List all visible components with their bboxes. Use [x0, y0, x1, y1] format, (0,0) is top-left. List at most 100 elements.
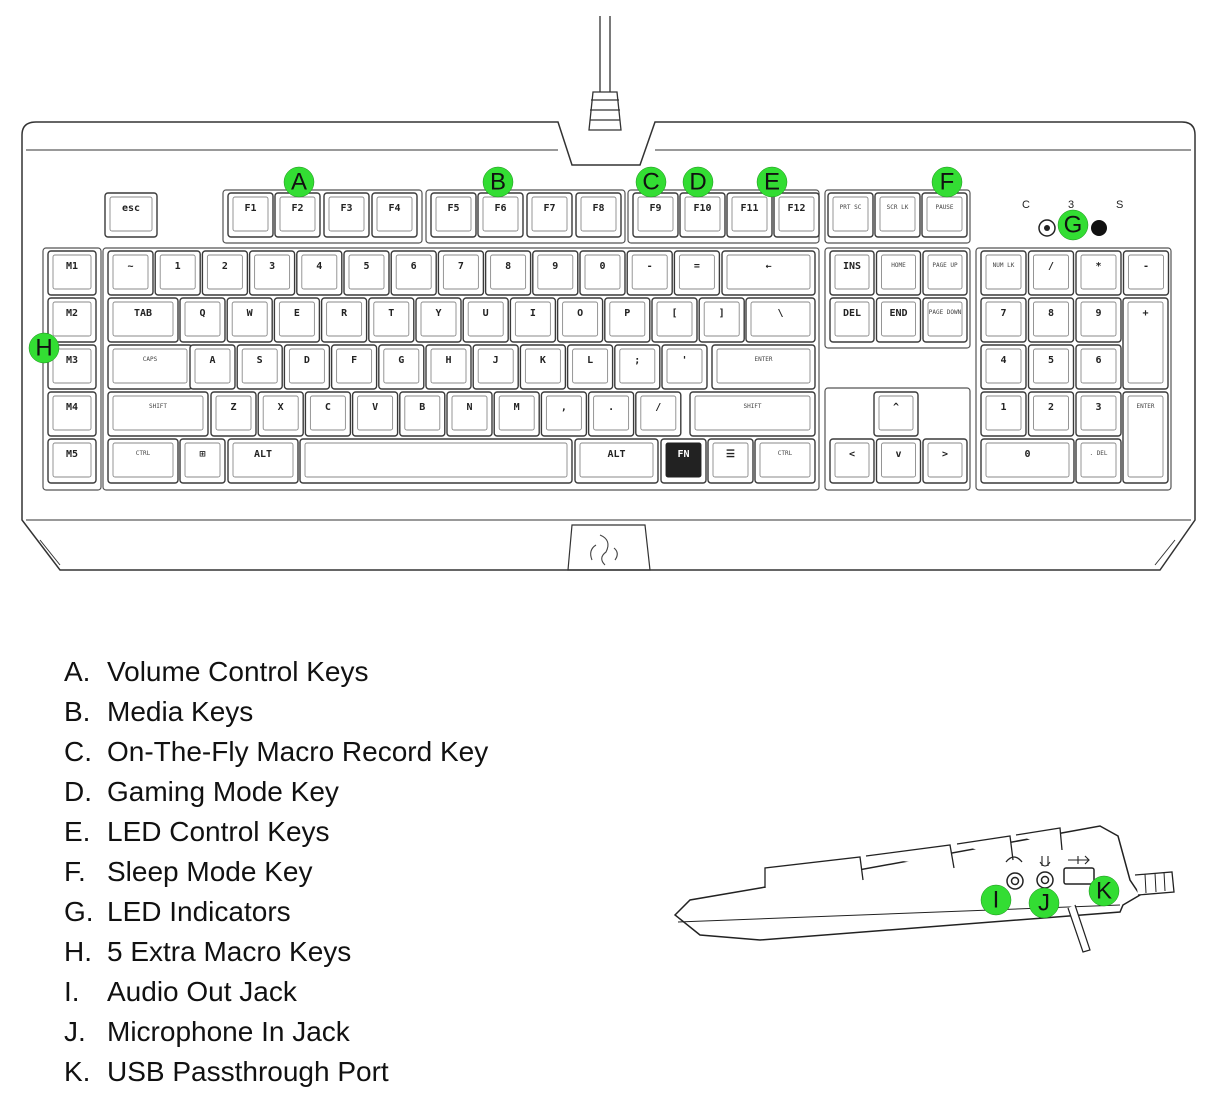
callout-b: B: [482, 166, 514, 198]
key-label: *: [1095, 261, 1101, 272]
key-label: CTRL: [778, 450, 793, 457]
key-label: K: [540, 355, 546, 366]
key-9: 9: [1075, 297, 1122, 343]
key-label: D: [304, 355, 310, 366]
key-label: <: [849, 449, 855, 460]
key-label: A: [209, 355, 215, 366]
key-m2: M2: [47, 297, 97, 343]
key-symbol: -: [1122, 250, 1170, 296]
svg-text:H: H: [35, 335, 52, 362]
key-7: 7: [437, 250, 485, 296]
key-label: F2: [291, 203, 303, 214]
svg-text:E: E: [764, 169, 780, 196]
key-label: M4: [66, 402, 78, 413]
legend-item: F.Sleep Mode Key: [64, 856, 313, 887]
key-symbol: [: [651, 297, 698, 343]
svg-text:B: B: [490, 169, 506, 196]
key-label: 6: [1095, 355, 1101, 366]
key-m1: M1: [47, 250, 97, 296]
key-alt: ALT: [227, 438, 299, 484]
key-8: 8: [484, 250, 532, 296]
key-f11: F11: [726, 192, 773, 238]
key-symbol: *: [1075, 250, 1122, 296]
indicator-num-label: 3: [1068, 199, 1074, 211]
callout-e: E: [756, 166, 788, 198]
key-2: 2: [1027, 391, 1075, 437]
legend-item: D.Gaming Mode Key: [64, 776, 339, 807]
indicator-caps-label: C: [1022, 199, 1030, 211]
key-label: B: [419, 402, 425, 413]
key-u: U: [462, 297, 509, 343]
key-label: 9: [1095, 308, 1101, 319]
key-label: ,: [561, 402, 567, 413]
key-label: M: [514, 402, 520, 413]
key-f12: F12: [773, 192, 820, 238]
key-label: \: [777, 308, 783, 319]
key-symbol: /: [1027, 250, 1075, 296]
key-3: 3: [248, 250, 296, 296]
key-label: Z: [230, 402, 236, 413]
key-symbol: +: [1122, 297, 1169, 390]
key-q: Q: [179, 297, 226, 343]
key-label: 0: [599, 261, 605, 272]
key-label: NUM LK: [993, 262, 1015, 269]
razer-logo: [590, 534, 618, 566]
key-label: ;: [634, 355, 640, 366]
key-label: PAGE UP: [932, 262, 958, 269]
key-o: O: [556, 297, 604, 343]
callout-d: D: [682, 166, 714, 198]
key-label: -: [1143, 261, 1149, 272]
key-symbol: ⊞: [179, 438, 226, 484]
key-label: I: [530, 308, 536, 319]
legend-item: I.Audio Out Jack: [64, 976, 297, 1007]
key-1: 1: [154, 250, 201, 296]
key-label: SHIFT: [149, 403, 167, 410]
key-home: HOME: [875, 250, 922, 296]
key-label: Q: [199, 308, 205, 319]
key-label: ←: [765, 261, 771, 272]
key-ins: INS: [829, 250, 875, 296]
key-fn: FN: [660, 438, 707, 484]
key-label: R: [341, 308, 348, 319]
key-esc: esc: [104, 192, 158, 238]
key-symbol: /: [635, 391, 682, 437]
key-label: 6: [411, 261, 417, 272]
key-v: V: [351, 391, 399, 437]
key-f4: F4: [371, 192, 418, 238]
key-d: D: [283, 344, 331, 390]
key-label: M5: [66, 449, 78, 460]
key-label: ALT: [607, 449, 625, 460]
key-label: 8: [1048, 308, 1054, 319]
key-f9: F9: [632, 192, 679, 238]
key-label: Y: [435, 308, 441, 319]
key-label: 7: [1000, 308, 1006, 319]
key-label: .: [608, 402, 614, 413]
key-z: Z: [210, 391, 257, 437]
key-label: F: [351, 355, 357, 366]
key-l: L: [566, 344, 614, 390]
key-label: ^: [893, 402, 899, 413]
key-0: 0: [980, 438, 1075, 484]
key-symbol: >: [922, 438, 968, 484]
key-b: B: [399, 391, 446, 437]
key-k: K: [519, 344, 567, 390]
svg-text:I: I: [993, 887, 1000, 914]
callout-k: K: [1088, 875, 1120, 907]
key-x: X: [257, 391, 304, 437]
key-label: . DEL: [1089, 450, 1107, 457]
key-label: /: [655, 402, 661, 413]
key-label: 1: [175, 261, 181, 272]
key-h: H: [425, 344, 472, 390]
callout-g: G: [1057, 209, 1089, 241]
key-label: S: [257, 355, 263, 366]
indicator-scroll-label: S: [1116, 199, 1123, 211]
key-label: PAUSE: [935, 204, 953, 211]
key-label: T: [388, 308, 394, 319]
legend-item: C.On-The-Fly Macro Record Key: [64, 736, 489, 767]
key-7: 7: [980, 297, 1027, 343]
key-label: ~: [127, 261, 133, 272]
key-label: 5: [1048, 355, 1054, 366]
key-label: esc: [122, 203, 140, 214]
key-label: 2: [222, 261, 228, 272]
key-pause: PAUSE: [921, 192, 968, 238]
